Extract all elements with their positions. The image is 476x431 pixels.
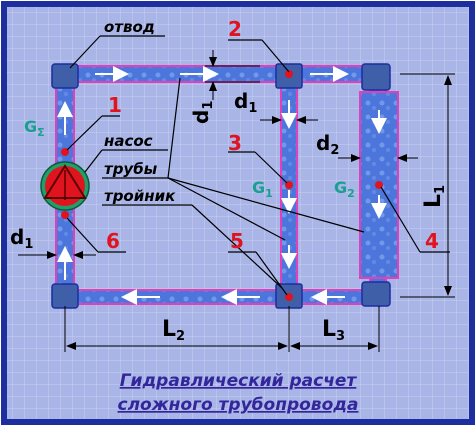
label-truby: трубы <box>104 160 158 178</box>
elbow-top-right <box>361 63 391 91</box>
point-3-label: 3 <box>228 131 242 155</box>
label-otvod: отвод <box>104 18 155 36</box>
flow-g-sigma: GΣ <box>24 117 45 139</box>
caption-line-2: сложного трубопровода <box>118 395 359 415</box>
elbow-bottom-right <box>361 281 391 307</box>
point-6-marker <box>61 211 69 219</box>
dim-L2: L2 <box>162 317 185 344</box>
point-2-label: 2 <box>228 17 242 41</box>
flow-g1: G1 <box>252 178 273 200</box>
point-2-marker <box>285 70 293 78</box>
leader-lines <box>66 35 450 296</box>
point-5-label: 5 <box>230 229 244 253</box>
flow-arrows <box>57 66 387 305</box>
dimension-lines <box>18 50 455 352</box>
dim-L1: L1 <box>421 185 448 208</box>
elbow-bottom-left <box>51 283 79 309</box>
dim-d1-left: d1 <box>10 225 33 252</box>
flow-g2: G2 <box>334 178 355 200</box>
caption-line-1: Гидравлический расчет <box>120 371 358 391</box>
label-nasos: насос <box>104 132 153 150</box>
point-6-label: 6 <box>106 229 120 253</box>
dim-d1-middle: d1 <box>234 89 257 116</box>
dim-d2: d2 <box>316 131 339 158</box>
label-troynik: тройник <box>104 187 176 205</box>
elbow-top-left <box>51 63 79 89</box>
pump-icon <box>40 161 90 211</box>
dim-d1-vertical: d1 <box>189 101 216 124</box>
dim-L3: L3 <box>322 317 345 344</box>
point-1-label: 1 <box>108 93 122 117</box>
point-4-label: 4 <box>425 229 439 253</box>
